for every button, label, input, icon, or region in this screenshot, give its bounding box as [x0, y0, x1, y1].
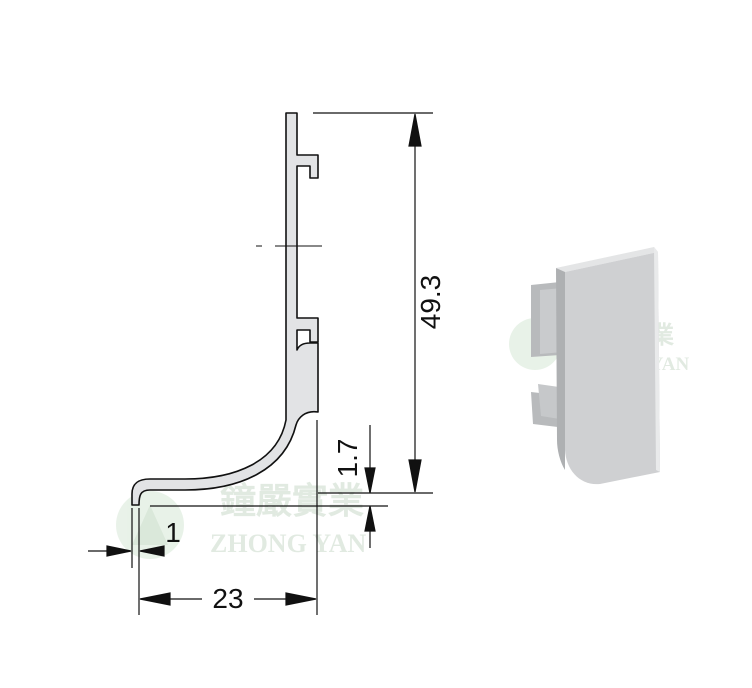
profile-outline	[131, 112, 319, 506]
arrow-down-icon	[408, 459, 422, 493]
dimension-label-lip-offset: 1.7	[332, 439, 363, 478]
dimension-label-depth: 23	[212, 583, 243, 614]
end-cap-right-edge	[654, 247, 660, 472]
dimension-depth	[139, 420, 318, 615]
watermark-logo-mark	[132, 505, 168, 545]
dimension-label-thickness: 1	[165, 517, 181, 548]
arrow-left-icon	[139, 545, 165, 557]
watermark-brand-en: ZHONG YAN	[210, 529, 366, 558]
dimension-label-height: 49.3	[415, 275, 446, 330]
dimension-height	[313, 112, 433, 494]
arrow-right-icon	[106, 545, 132, 557]
dimension-thickness	[88, 508, 165, 615]
arrow-up-icon	[364, 505, 376, 532]
end-cap-top-edge	[556, 247, 658, 272]
end-cap-face	[565, 252, 660, 485]
watermark-brand-cn: 鐘嚴實業	[220, 480, 364, 522]
end-cap-side	[556, 268, 565, 470]
arrow-down-icon	[364, 467, 376, 494]
arrow-up-icon	[408, 113, 422, 147]
arrow-right-icon	[285, 592, 317, 606]
arrow-left-icon	[139, 592, 171, 606]
dimension-lip-offset	[150, 425, 388, 548]
watermark-main: 鐘嚴實業 ZHONG YAN	[116, 480, 366, 559]
end-cap-illustration	[531, 247, 660, 485]
